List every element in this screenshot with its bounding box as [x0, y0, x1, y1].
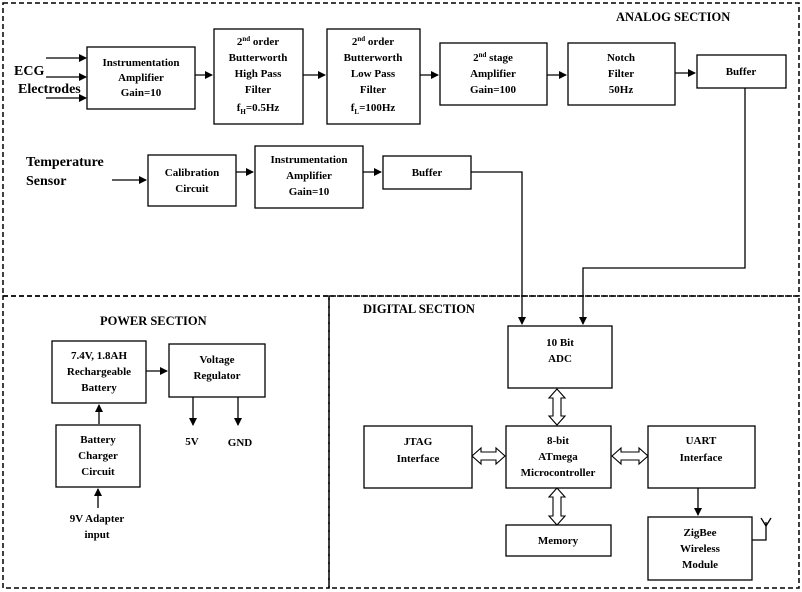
svg-text:Circuit: Circuit	[81, 466, 115, 478]
svg-text:Buffer: Buffer	[726, 66, 757, 78]
high-pass-filter: 2nd order Butterworth High Pass Filter f…	[213, 28, 304, 125]
bus-jtag-mcu	[471, 446, 506, 466]
svg-text:2nd order: 2nd order	[237, 35, 279, 48]
power-section-title: POWER SECTION	[100, 314, 207, 328]
svg-text:Gain=10: Gain=10	[121, 87, 162, 99]
svg-text:ZigBee: ZigBee	[684, 527, 717, 539]
digital-section-title: DIGITAL SECTION	[363, 302, 475, 316]
electrodes-label: Electrodes	[18, 82, 81, 97]
svg-text:Filter: Filter	[360, 84, 386, 96]
svg-text:Gain=10: Gain=10	[289, 186, 330, 198]
bus-adc-mcu	[547, 388, 567, 426]
svg-text:Gain=100: Gain=100	[470, 84, 516, 96]
svg-text:Instrumentation: Instrumentation	[270, 154, 347, 166]
voltage-regulator-block: Voltage Regulator	[168, 343, 266, 398]
svg-text:Circuit: Circuit	[175, 183, 209, 195]
svg-text:Interface: Interface	[397, 453, 440, 465]
svg-text:Filter: Filter	[608, 68, 634, 80]
calibration-circuit: Calibration Circuit	[147, 154, 237, 207]
svg-text:Wireless: Wireless	[680, 543, 721, 555]
power-section-border	[2, 295, 330, 589]
svg-text:Amplifier: Amplifier	[286, 170, 332, 182]
zigbee-module: ZigBee Wireless Module	[647, 516, 753, 581]
instrumentation-amplifier-temp: Instrumentation Amplifier Gain=10	[254, 145, 364, 209]
microcontroller-block: 8-bit ATmega Microcontroller	[505, 425, 612, 489]
bus-mcu-uart	[611, 446, 649, 466]
analog-section-title: ANALOG SECTION	[616, 10, 730, 24]
svg-text:ADC: ADC	[548, 353, 572, 365]
svg-text:Microcontroller: Microcontroller	[521, 467, 596, 479]
svg-text:Charger: Charger	[78, 450, 118, 462]
svg-text:10 Bit: 10 Bit	[546, 337, 574, 349]
jtag-interface: JTAG Interface	[363, 425, 473, 489]
memory-block: Memory	[505, 524, 612, 557]
svg-text:2nd order: 2nd order	[352, 35, 394, 48]
output-5v-label: 5V	[185, 436, 199, 448]
svg-text:Battery: Battery	[80, 434, 116, 446]
svg-text:Interface: Interface	[680, 452, 723, 464]
second-stage-amplifier: 2nd stage Amplifier Gain=100	[439, 42, 548, 106]
svg-text:Calibration: Calibration	[165, 167, 219, 179]
output-gnd-label: GND	[228, 437, 253, 449]
svg-text:Voltage: Voltage	[199, 354, 234, 366]
svg-text:UART: UART	[686, 435, 717, 447]
svg-text:fH=0.5Hz: fH=0.5Hz	[237, 102, 280, 116]
svg-text:Module: Module	[682, 559, 718, 571]
svg-text:Battery: Battery	[81, 382, 117, 394]
svg-text:Butterworth: Butterworth	[229, 52, 288, 64]
svg-text:fL=100Hz: fL=100Hz	[351, 102, 396, 116]
battery-charger-block: Battery Charger Circuit	[55, 424, 141, 488]
svg-text:Memory: Memory	[538, 535, 579, 547]
svg-text:7.4V, 1.8AH: 7.4V, 1.8AH	[71, 350, 127, 362]
antenna-icon	[752, 517, 772, 541]
buffer-ecg: Buffer	[696, 54, 787, 89]
svg-text:JTAG: JTAG	[404, 436, 433, 448]
ecg-label: ECG	[14, 64, 44, 79]
notch-filter: Notch Filter 50Hz	[567, 42, 676, 106]
sensor-label: Sensor	[26, 174, 66, 189]
svg-text:8-bit: 8-bit	[547, 435, 569, 447]
svg-text:Regulator: Regulator	[193, 370, 240, 382]
buffer-temp: Buffer	[382, 155, 472, 190]
svg-text:Amplifier: Amplifier	[470, 68, 516, 80]
bus-mcu-memory	[547, 487, 567, 526]
temperature-label: Temperature	[26, 155, 104, 170]
adc-block: 10 Bit ADC	[507, 325, 613, 389]
svg-text:Low Pass: Low Pass	[351, 68, 396, 80]
low-pass-filter: 2nd order Butterworth Low Pass Filter fL…	[326, 28, 421, 125]
svg-text:Notch: Notch	[607, 52, 635, 64]
svg-text:2nd stage: 2nd stage	[473, 51, 513, 64]
svg-text:Buffer: Buffer	[412, 167, 443, 179]
svg-text:Butterworth: Butterworth	[344, 52, 403, 64]
svg-text:Rechargeable: Rechargeable	[67, 366, 131, 378]
svg-text:Instrumentation: Instrumentation	[102, 57, 179, 69]
uart-interface: UART Interface	[647, 425, 756, 489]
adapter-label-line1: 9V Adapter	[70, 513, 125, 525]
instrumentation-amplifier-ecg: Instrumentation Amplifier Gain=10	[86, 46, 196, 110]
svg-text:High Pass: High Pass	[235, 68, 282, 80]
digital-section-border	[328, 295, 800, 589]
svg-text:Filter: Filter	[245, 84, 271, 96]
wire-buffer1-to-adc	[579, 88, 746, 325]
adapter-label-line2: input	[84, 529, 109, 541]
svg-text:Amplifier: Amplifier	[118, 72, 164, 84]
wire-buffer2-to-adc	[471, 171, 526, 325]
battery-block: 7.4V, 1.8AH Rechargeable Battery	[51, 340, 147, 404]
svg-text:ATmega: ATmega	[538, 451, 578, 463]
svg-text:50Hz: 50Hz	[609, 84, 634, 96]
